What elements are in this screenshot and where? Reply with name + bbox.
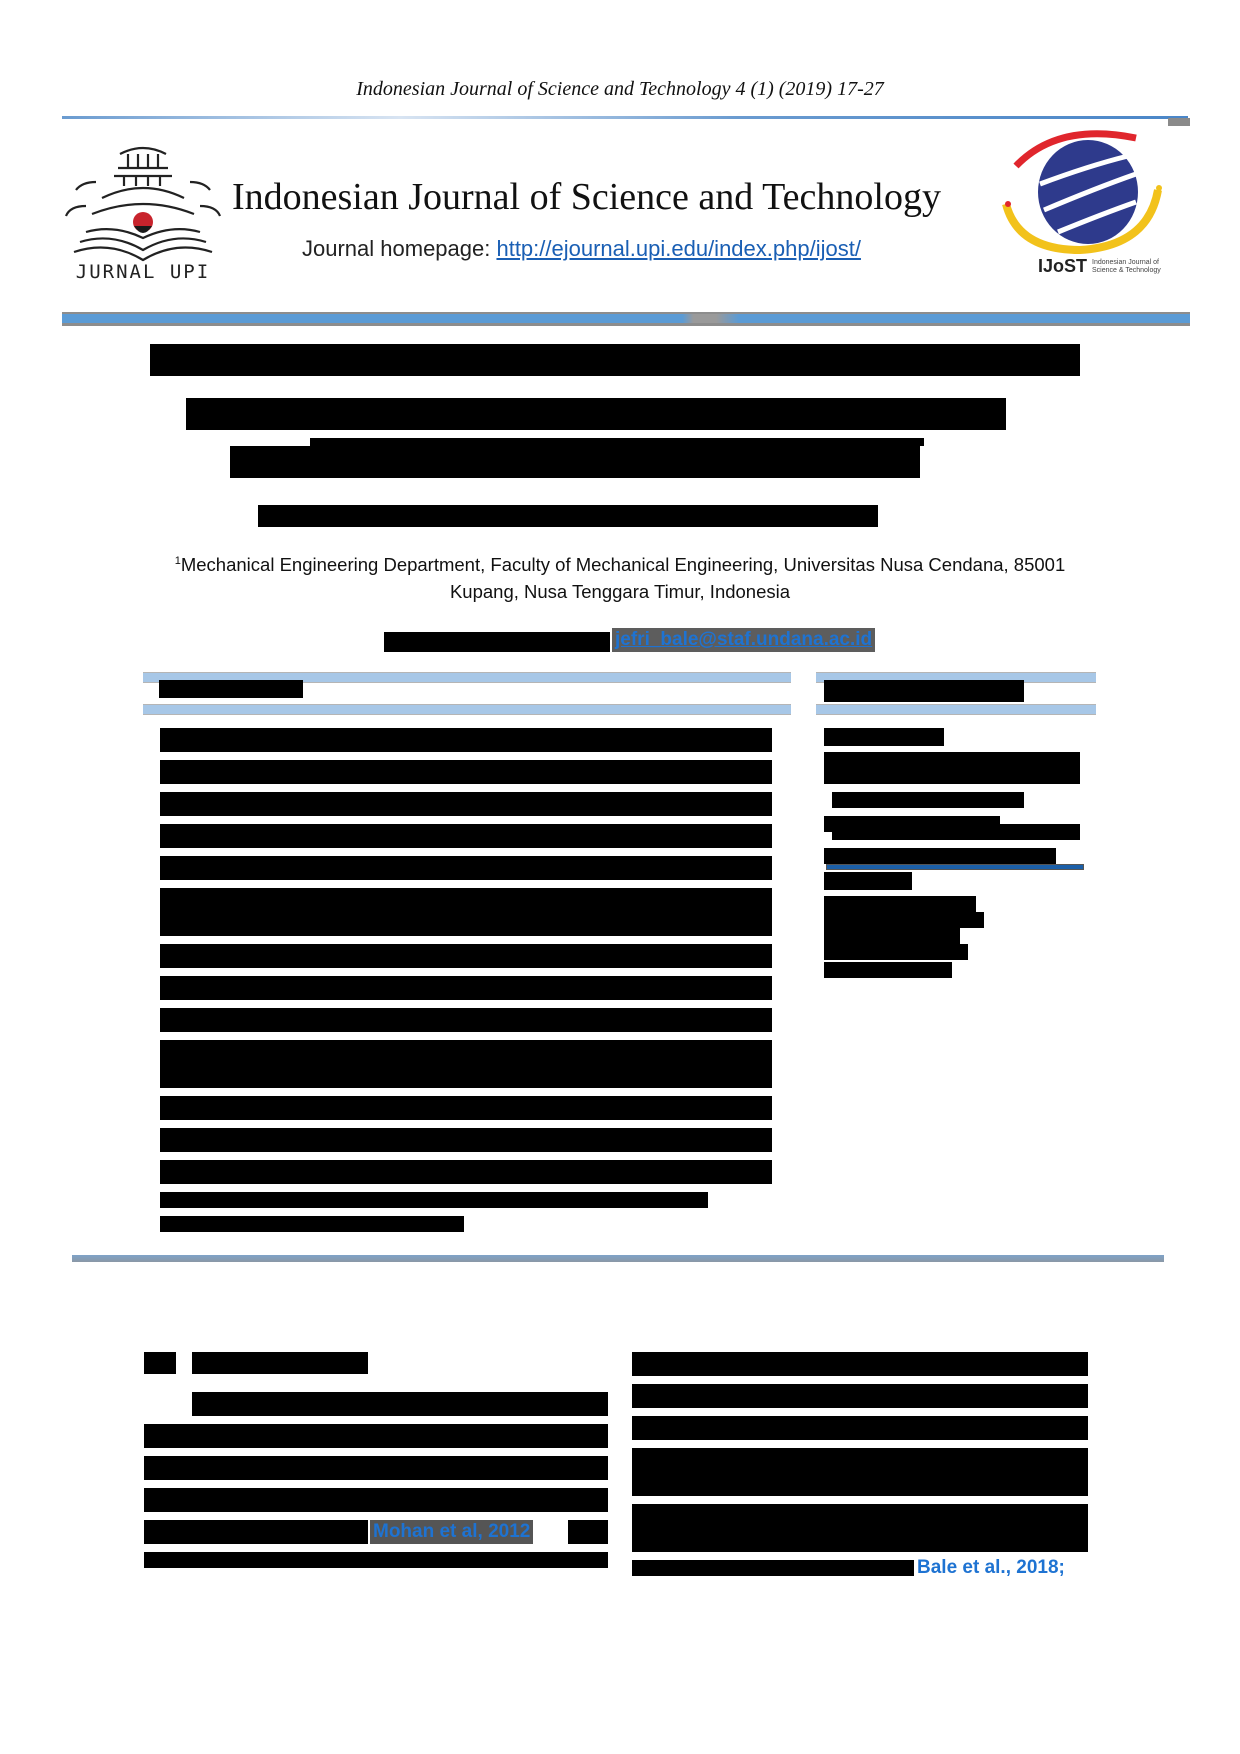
- affiliation-line-1: Mechanical Engineering Department, Facul…: [180, 554, 1066, 576]
- ijost-logo: IJoST Indonesian Journal of Science & Te…: [998, 126, 1168, 276]
- corresponding-email-link[interactable]: jefri_bale@staf.undana.ac.id: [612, 628, 876, 652]
- citation-link-mohan[interactable]: Mohan et al, 2012: [370, 1520, 534, 1544]
- article-info-bottom-band: [816, 704, 1096, 715]
- header-rule-end: [1168, 118, 1190, 126]
- homepage-label: Journal homepage:: [302, 236, 497, 261]
- masthead-rule-accent: [62, 314, 1190, 323]
- header-rule: [62, 116, 1188, 119]
- svg-text:Indonesian Journal of: Indonesian Journal of: [1092, 259, 1159, 266]
- svg-text:Science & Technology: Science & Technology: [1092, 267, 1161, 274]
- homepage-link[interactable]: http://ejournal.upi.edu/index.php/ijost/: [496, 236, 861, 261]
- globe-icon: IJoST Indonesian Journal of Science & Te…: [1002, 130, 1162, 276]
- citation-link-bale[interactable]: Bale et al., 2018;: [914, 1556, 1068, 1580]
- svg-text:IJoST: IJoST: [1038, 256, 1087, 276]
- affiliation-line-2: Kupang, Nusa Tenggara Timur, Indonesia: [449, 581, 791, 603]
- svg-text:JURNAL UPI: JURNAL UPI: [76, 261, 210, 280]
- correspondence-label-redacted: [384, 632, 610, 652]
- jurnal-upi-logo: JURNAL UPI: [62, 128, 224, 283]
- affiliation: 1Mechanical Engineering Department, Facu…: [0, 548, 1240, 605]
- journal-homepage: Journal homepage: http://ejournal.upi.ed…: [302, 236, 861, 262]
- abstract-top-band: [143, 672, 791, 683]
- intro-heading-redacted: [144, 1352, 176, 1374]
- running-header: Indonesian Journal of Science and Techno…: [356, 78, 884, 100]
- article-info-heading-redacted: [824, 680, 1024, 702]
- abstract-heading-redacted: [159, 680, 303, 698]
- authors-redacted: [258, 505, 878, 527]
- journal-title: Indonesian Journal of Science and Techno…: [232, 176, 941, 218]
- affiliation-marker: 1: [174, 555, 181, 567]
- building-book-icon: JURNAL UPI: [64, 146, 222, 283]
- abstract-bottom-band: [143, 704, 791, 715]
- abstract-section-divider: [72, 1255, 1164, 1262]
